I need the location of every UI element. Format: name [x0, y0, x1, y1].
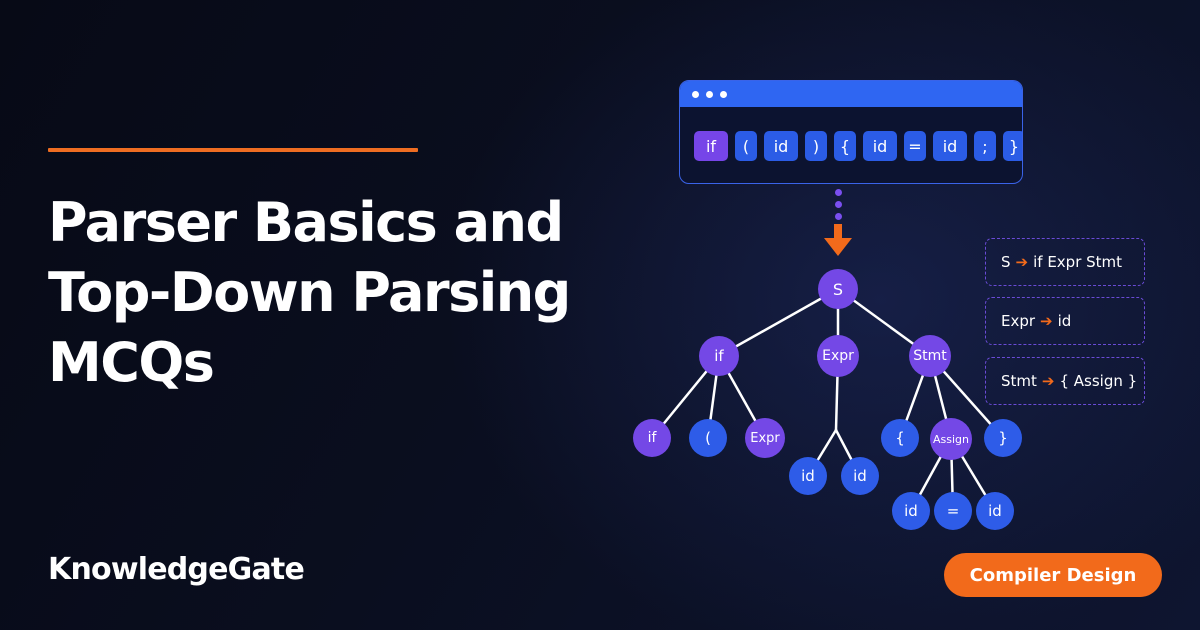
token-chip: }: [1003, 131, 1022, 161]
title-line-3: MCQs: [48, 331, 215, 394]
tree-node: Expr: [817, 335, 859, 377]
title-line-1: Parser Basics and: [48, 191, 564, 254]
rule-rhs: { Assign }: [1059, 372, 1138, 390]
grammar-rule-card: Expr ➔ id: [985, 297, 1145, 345]
tree-node-root: S: [818, 269, 858, 309]
rule-rhs: id: [1057, 312, 1072, 330]
tree-node: id: [976, 492, 1014, 530]
connector-dot: [835, 213, 842, 220]
tree-node: Assign: [930, 418, 972, 460]
tree-node: (: [689, 419, 727, 457]
window-title-bar: [680, 81, 1022, 107]
brand-logo-text: KnowledgeGate: [48, 552, 305, 587]
window-dot-icon: [692, 90, 699, 98]
accent-line: [48, 148, 418, 152]
grammar-rule-card: Stmt ➔ { Assign }: [985, 357, 1145, 405]
rule-lhs: S: [1001, 253, 1011, 271]
tree-node: if: [633, 419, 671, 457]
grammar-rule-card: S ➔ if Expr Stmt: [985, 238, 1145, 286]
token-chip: (: [735, 131, 757, 161]
token-row: if ( id ) { id = id ; }: [694, 131, 1022, 161]
connector-dot: [835, 189, 842, 196]
rule-rhs: if Expr Stmt: [1033, 253, 1123, 271]
token-stream-window: if ( id ) { id = id ; }: [679, 80, 1023, 184]
rule-lhs: Expr: [1001, 312, 1036, 330]
title-line-2: Top-Down Parsing: [48, 261, 571, 324]
tree-node: {: [881, 419, 919, 457]
token-chip: =: [904, 131, 926, 161]
subject-badge: Compiler Design: [944, 553, 1162, 597]
token-chip: id: [933, 131, 967, 161]
tree-node: id: [789, 457, 827, 495]
tree-node: Expr: [745, 418, 785, 458]
token-chip: id: [863, 131, 897, 161]
window-dot-icon: [720, 90, 727, 98]
token-chip: {: [834, 131, 856, 161]
arrow-right-icon: ➔: [1015, 253, 1029, 271]
arrow-right-icon: ➔: [1040, 312, 1053, 330]
tree-node: =: [934, 492, 972, 530]
connector-dot: [835, 201, 842, 208]
tree-node: if: [699, 336, 739, 376]
tree-node: id: [841, 457, 879, 495]
arrow-down-icon: [824, 224, 852, 256]
rule-lhs: Stmt: [1001, 372, 1037, 390]
tree-node: Stmt: [909, 335, 951, 377]
token-chip: ;: [974, 131, 996, 161]
tree-node: id: [892, 492, 930, 530]
token-chip: ): [805, 131, 827, 161]
window-dot-icon: [706, 90, 713, 98]
token-chip: id: [764, 131, 798, 161]
tree-node: }: [984, 419, 1022, 457]
token-chip: if: [694, 131, 728, 161]
arrow-right-icon: ➔: [1041, 372, 1055, 390]
page-title: Parser Basics and Top-Down Parsing MCQs: [48, 188, 648, 398]
